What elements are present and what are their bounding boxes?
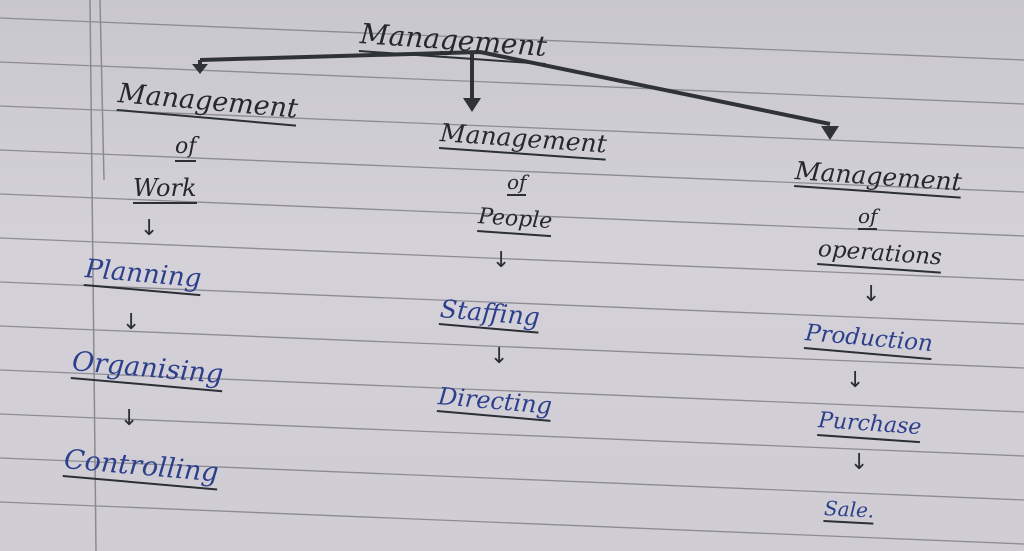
branch-1-of: of — [175, 136, 197, 162]
branch-1-subject: Work — [133, 174, 197, 204]
branch-2-of: of — [507, 170, 527, 196]
branch-3-of: of — [858, 204, 878, 230]
arrow-down-icon: ↓ — [862, 282, 881, 307]
arrowhead-right — [821, 126, 839, 140]
arrow-down-icon: ↓ — [120, 406, 139, 431]
arrow-down-icon: ↓ — [140, 216, 159, 241]
arrow-down-icon: ↓ — [122, 310, 141, 335]
arrow-down-icon: ↓ — [492, 248, 511, 273]
branch-3-item-3: Sale. — [823, 496, 875, 525]
arrow-down-icon: ↓ — [490, 344, 509, 369]
margin-line — [89, 0, 97, 551]
arrowhead-left — [192, 64, 208, 74]
branch-2-subject: People — [477, 204, 553, 238]
arrow-down-icon: ↓ — [850, 450, 869, 475]
arrowhead-middle — [463, 98, 481, 112]
arrow-down-icon: ↓ — [846, 368, 865, 393]
